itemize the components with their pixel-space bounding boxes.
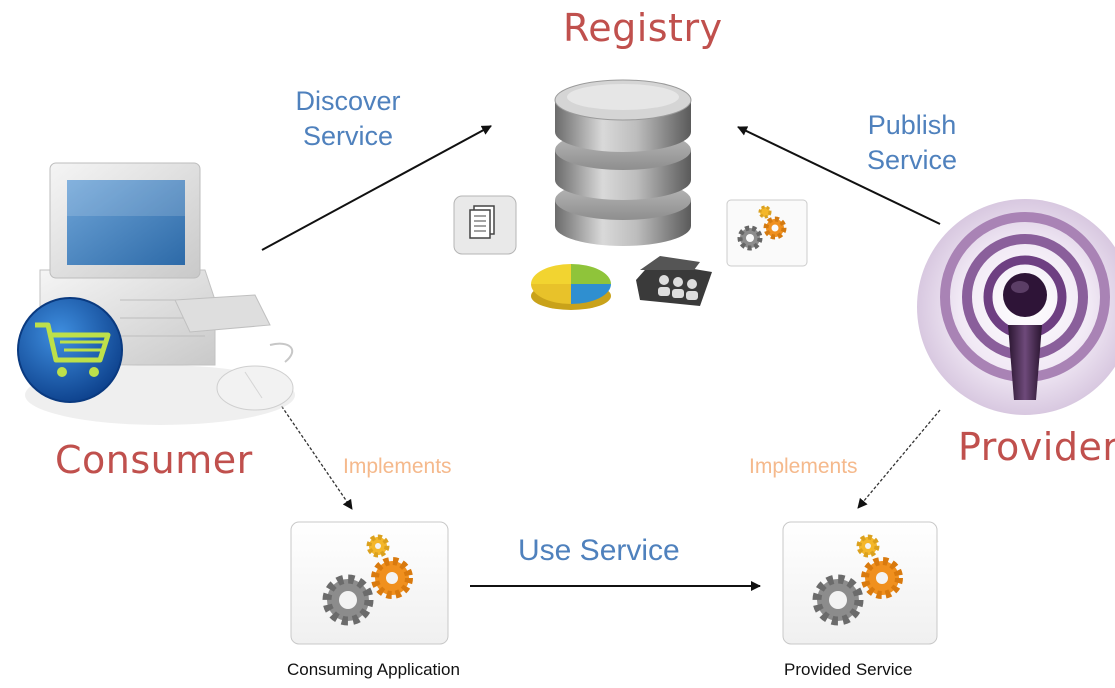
consuming-application-caption: Consuming Application [287, 660, 460, 679]
pie-chart-icon [531, 264, 611, 310]
podcast-icon [917, 199, 1115, 415]
implements-right-label: Implements [749, 455, 858, 478]
consumer-title: Consumer [55, 438, 253, 482]
documents-icon [453, 195, 517, 255]
database-icon [554, 79, 692, 246]
gears-icon [812, 534, 903, 626]
discover-label-line2: Service [302, 121, 394, 151]
registry-title: Registry [563, 6, 723, 50]
implements-left-label: Implements [343, 455, 452, 478]
discover-service-arrow [261, 125, 492, 251]
provided-service-caption: Provided Service [784, 660, 913, 679]
gears-icon [726, 199, 808, 267]
gears-icon [322, 534, 413, 626]
publish-service-arrow [737, 126, 941, 225]
consuming-application-box [290, 521, 449, 645]
discover-label-line1: Discover [295, 86, 401, 116]
publish-label-line1: Publish [867, 110, 957, 140]
shopping-cart-icon [17, 297, 123, 403]
implements-right-arrow [857, 409, 941, 509]
use-service-label: Use Service [518, 534, 680, 567]
publish-service-label: Publish Service [847, 108, 977, 178]
implements-left-arrow [275, 397, 353, 510]
publish-label-line2: Service [866, 145, 958, 175]
provider-title: Provider [958, 425, 1115, 469]
people-folder-icon [636, 256, 712, 306]
provided-service-box [782, 521, 938, 645]
discover-service-label: Discover Service [283, 84, 413, 154]
